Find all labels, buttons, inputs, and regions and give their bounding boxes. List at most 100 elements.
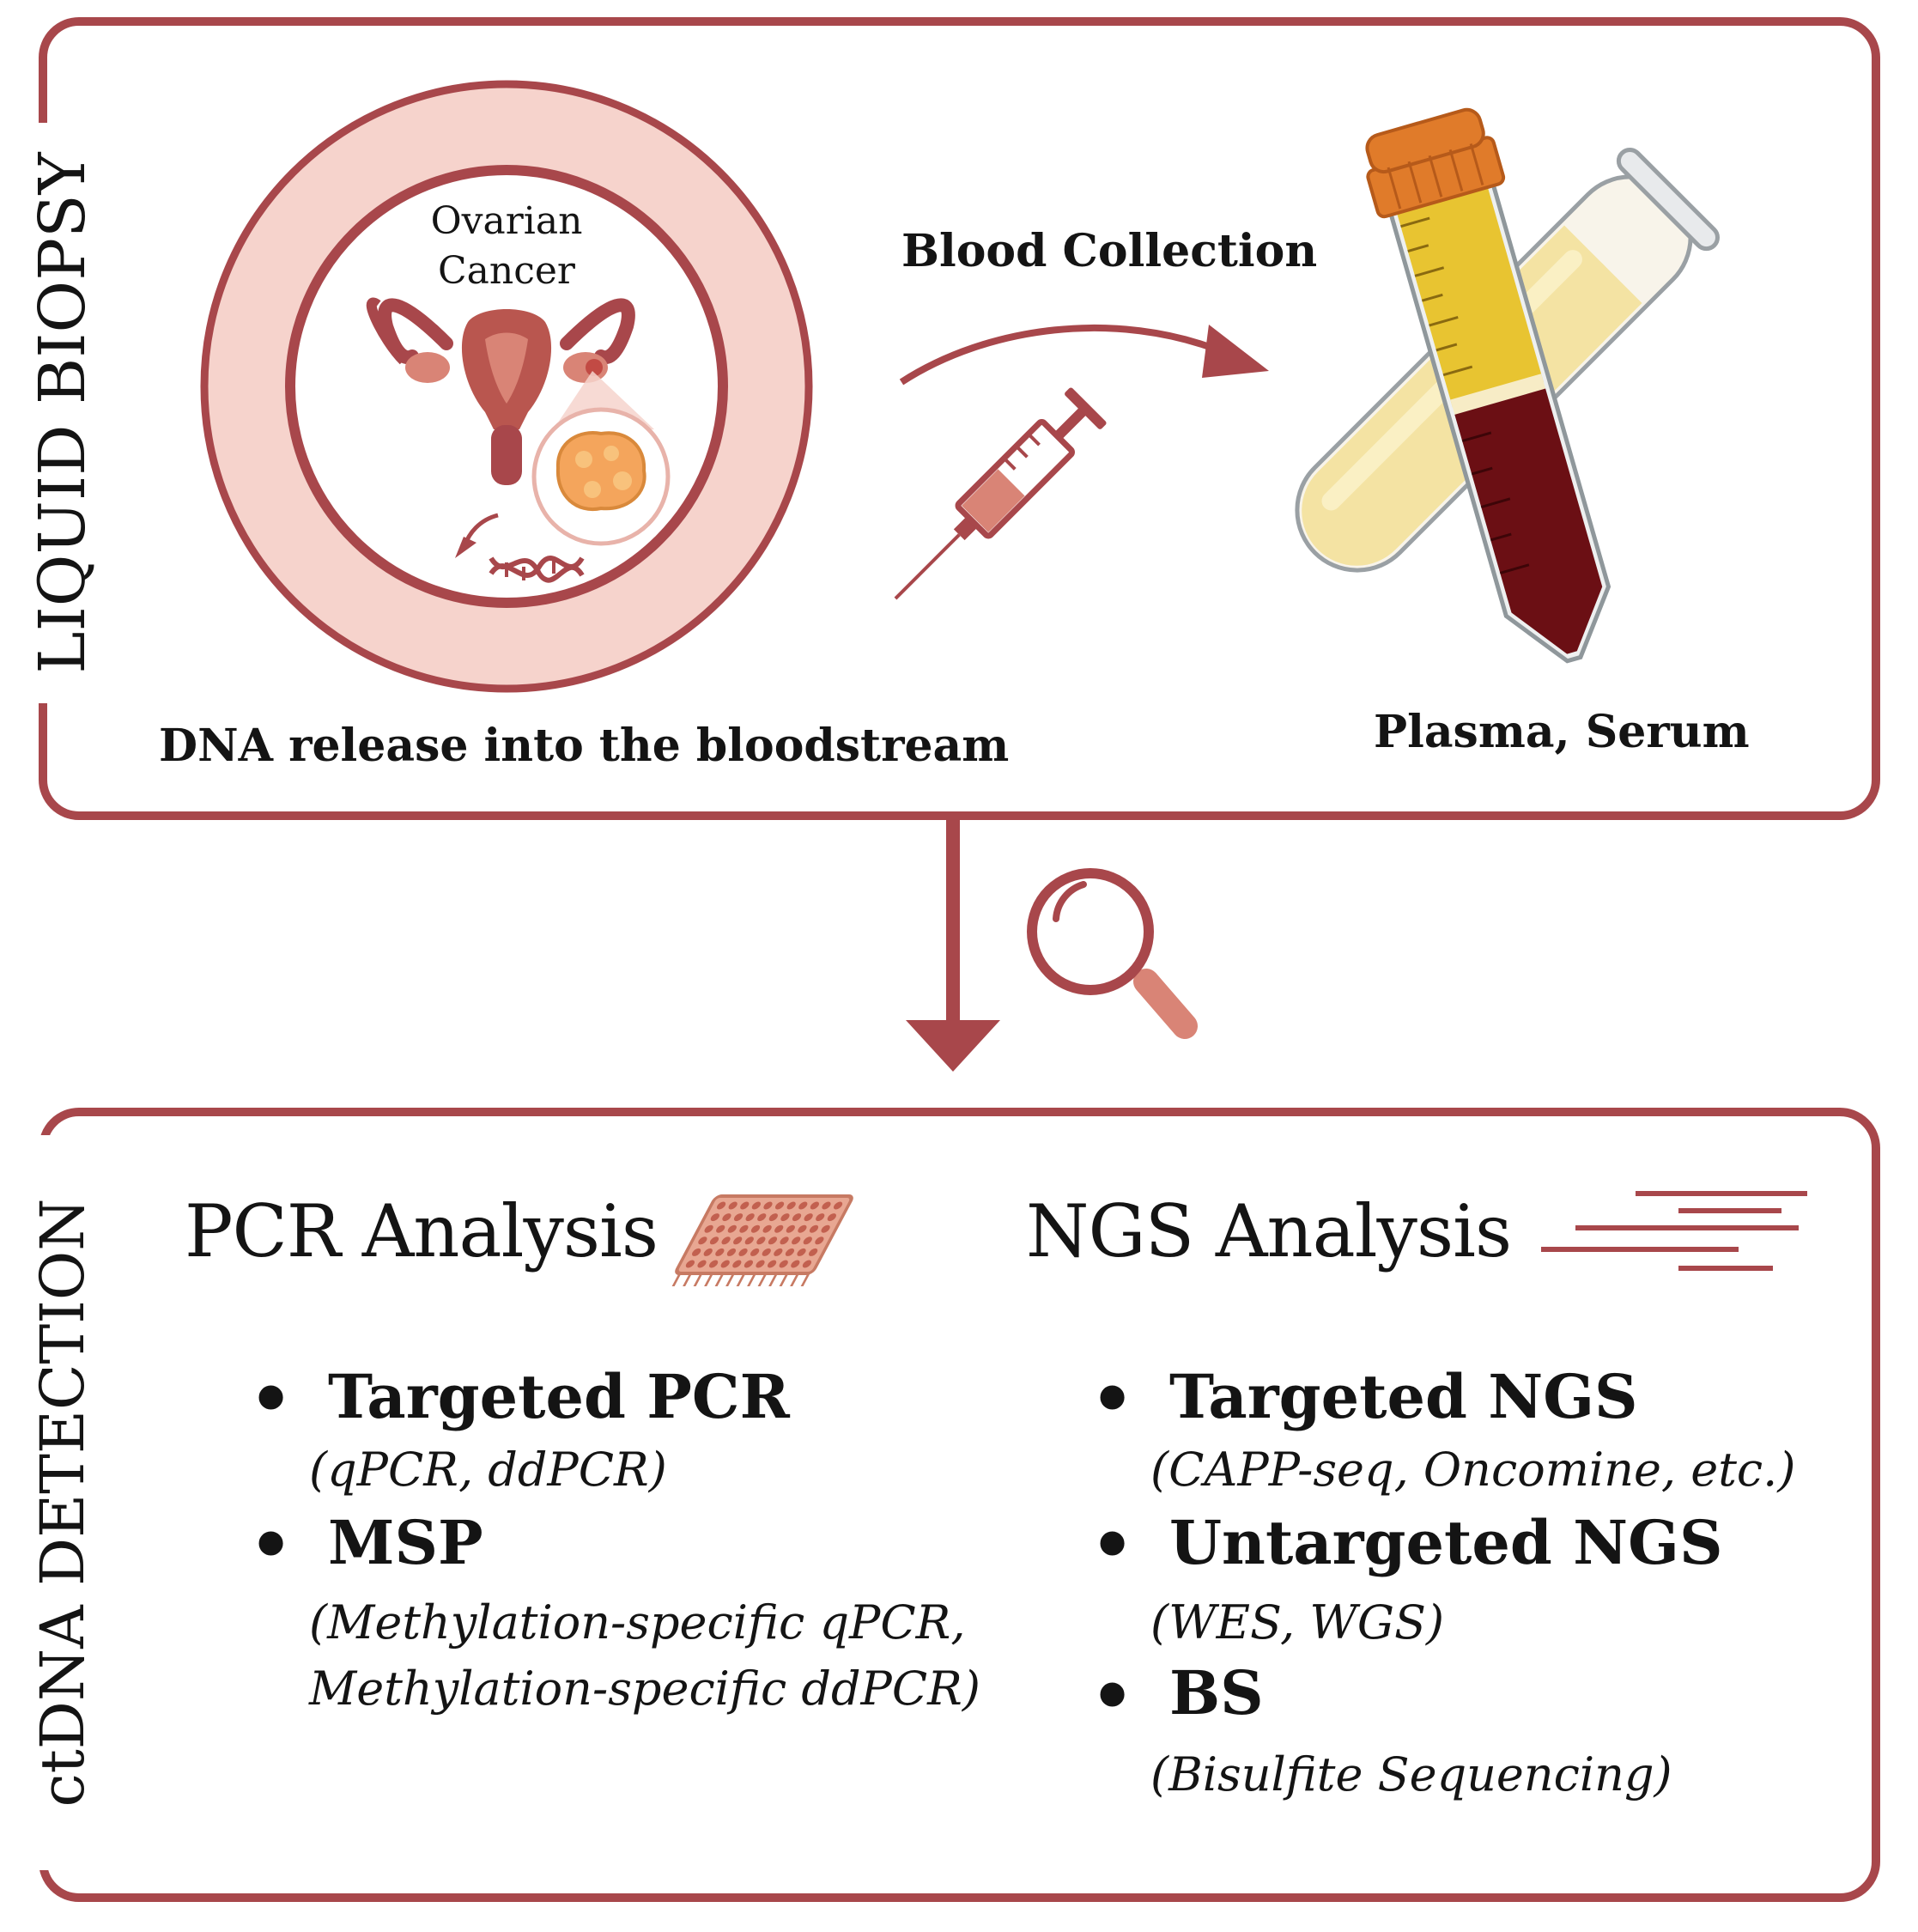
pcr-plate-pin xyxy=(736,1273,746,1286)
pcr-plate-well xyxy=(751,1201,761,1210)
pcr-plate-well xyxy=(780,1236,789,1245)
plasma-serum-label: Plasma, Serum xyxy=(1374,706,1750,758)
pcr-plate-well xyxy=(816,1213,825,1222)
pcr-plate-pin xyxy=(704,1273,714,1286)
ngs-item-1-title: Targeted NGS xyxy=(1169,1361,1638,1432)
ngs-item-3-bullet: • xyxy=(1090,1656,1135,1736)
pcr-plate-well xyxy=(822,1201,831,1210)
pcr-plate-well xyxy=(791,1260,800,1268)
pcr-plate-well xyxy=(727,1224,737,1233)
pcr-plate-well xyxy=(821,1224,830,1233)
pcr-plate-well xyxy=(815,1236,824,1245)
pcr-plate-pin xyxy=(714,1273,725,1286)
pcr-analysis-heading: PCR Analysis xyxy=(185,1189,659,1273)
pcr-plate-well xyxy=(716,1224,725,1233)
pcr-plate-pin xyxy=(768,1273,779,1286)
pcr-plate-well xyxy=(728,1201,737,1210)
pcr-plate-well xyxy=(697,1260,707,1268)
pcr-plate-well xyxy=(698,1236,707,1245)
dna-release-label: DNA release into the bloodstream xyxy=(159,720,1010,772)
pcr-plate-well xyxy=(779,1260,788,1268)
dna-icon xyxy=(455,513,585,583)
pcr-plate-well xyxy=(704,1224,713,1233)
pcr-plate-well xyxy=(803,1236,812,1245)
down-arrow-icon xyxy=(906,817,1000,1072)
pcr-plate-well xyxy=(726,1248,737,1256)
pcr-plate-well xyxy=(802,1260,812,1268)
pcr-plate-well xyxy=(762,1248,771,1256)
cancer-label-line1: Ovarian xyxy=(430,199,583,243)
pcr-plate-well xyxy=(763,1201,773,1210)
pcr-plate-well xyxy=(715,1248,725,1256)
ngs-item-3-detail: (Bisulfite Sequencing) xyxy=(1150,1747,1672,1801)
pcr-plate-well xyxy=(710,1213,719,1222)
pcr-plate-well xyxy=(703,1248,713,1256)
pcr-plate-well xyxy=(774,1248,783,1256)
pcr-plate-well xyxy=(780,1213,790,1222)
pcr-plate-well xyxy=(750,1248,760,1256)
ngs-item-2-detail: (WES, WGS) xyxy=(1150,1595,1445,1649)
collection-arrow-icon xyxy=(899,324,1269,386)
pcr-plate-well xyxy=(809,1248,818,1256)
pcr-plate-well xyxy=(744,1260,754,1268)
pcr-plate-well xyxy=(792,1213,802,1222)
pcr-plate-well xyxy=(798,1201,808,1210)
ngs-analysis-heading: NGS Analysis xyxy=(1026,1189,1512,1273)
pcr-plate-well xyxy=(792,1236,801,1245)
pcr-plate-pin xyxy=(683,1273,693,1286)
pcr-plate-pin xyxy=(779,1273,789,1286)
pcr-item-2-bullet: • xyxy=(249,1504,294,1585)
pcr-plate-well xyxy=(750,1224,761,1233)
pcr-plate-well xyxy=(827,1213,836,1222)
pcr-plate-well xyxy=(722,1213,731,1222)
pcr-plate-well xyxy=(732,1260,742,1268)
pcr-item-1-bullet: • xyxy=(249,1358,294,1439)
pcr-plate-well xyxy=(798,1224,807,1233)
pcr-plate-pin xyxy=(800,1273,810,1286)
pcr-plate-pin xyxy=(671,1273,682,1286)
magnifier-icon xyxy=(1027,868,1198,1039)
pcr-plate-well xyxy=(768,1213,778,1222)
ngs-item-1-detail: (CAPP-seq, Oncomine, etc.) xyxy=(1150,1443,1796,1497)
pcr-plate-well xyxy=(721,1236,731,1245)
pcr-plate-pin xyxy=(790,1273,800,1286)
pcr-plate-well xyxy=(756,1260,765,1268)
ngs-item-3-title: BS xyxy=(1169,1657,1264,1728)
liquid-biopsy-side-label: LIQUID BIOPSY xyxy=(26,123,100,703)
ctdna-detection-side-label: ctDNA DETECTION xyxy=(27,1135,98,1870)
pcr-plate-well xyxy=(740,1201,750,1210)
pcr-plate-well xyxy=(716,1201,726,1210)
pcr-item-1-detail: (qPCR, ddPCR) xyxy=(309,1443,667,1497)
pcr-plate-well xyxy=(762,1224,772,1233)
pcr-plate-well xyxy=(786,1201,796,1210)
pcr-plate-icon xyxy=(671,1194,853,1286)
ngs-reads-icon xyxy=(1541,1191,1807,1271)
pcr-plate-well xyxy=(733,1213,744,1222)
pcr-plate-well xyxy=(757,1213,767,1222)
pcr-plate-well xyxy=(733,1236,743,1245)
pcr-plate-well xyxy=(809,1224,819,1233)
pcr-plate-well xyxy=(768,1260,777,1268)
pcr-plate-well xyxy=(797,1248,806,1256)
pcr-item-1-title: Targeted PCR xyxy=(328,1361,790,1432)
pcr-plate-well xyxy=(774,1201,785,1210)
tumor-icon xyxy=(531,371,671,546)
pcr-plate-well xyxy=(739,1224,749,1233)
cancer-label-line2: Cancer xyxy=(438,249,575,293)
ngs-item-2-title: Untargeted NGS xyxy=(1169,1507,1723,1578)
pcr-plate-well xyxy=(744,1236,754,1245)
pcr-plate-pin xyxy=(693,1273,703,1286)
pcr-plate-well xyxy=(745,1213,755,1222)
pcr-plate-pin xyxy=(747,1273,757,1286)
blood-tube-icon xyxy=(1365,107,1611,664)
pcr-plate-well xyxy=(774,1224,784,1233)
pcr-plate-well xyxy=(804,1213,813,1222)
ngs-item-1-bullet: • xyxy=(1090,1358,1135,1439)
pcr-item-2-detail-line1: (Methylation-specific qPCR, xyxy=(309,1595,966,1649)
pcr-plate-well xyxy=(709,1236,719,1245)
pcr-plate-well xyxy=(720,1260,730,1268)
pcr-plate-well xyxy=(692,1248,701,1256)
pcr-plate-well xyxy=(810,1201,819,1210)
blood-collection-label: Blood Collection xyxy=(901,225,1318,277)
